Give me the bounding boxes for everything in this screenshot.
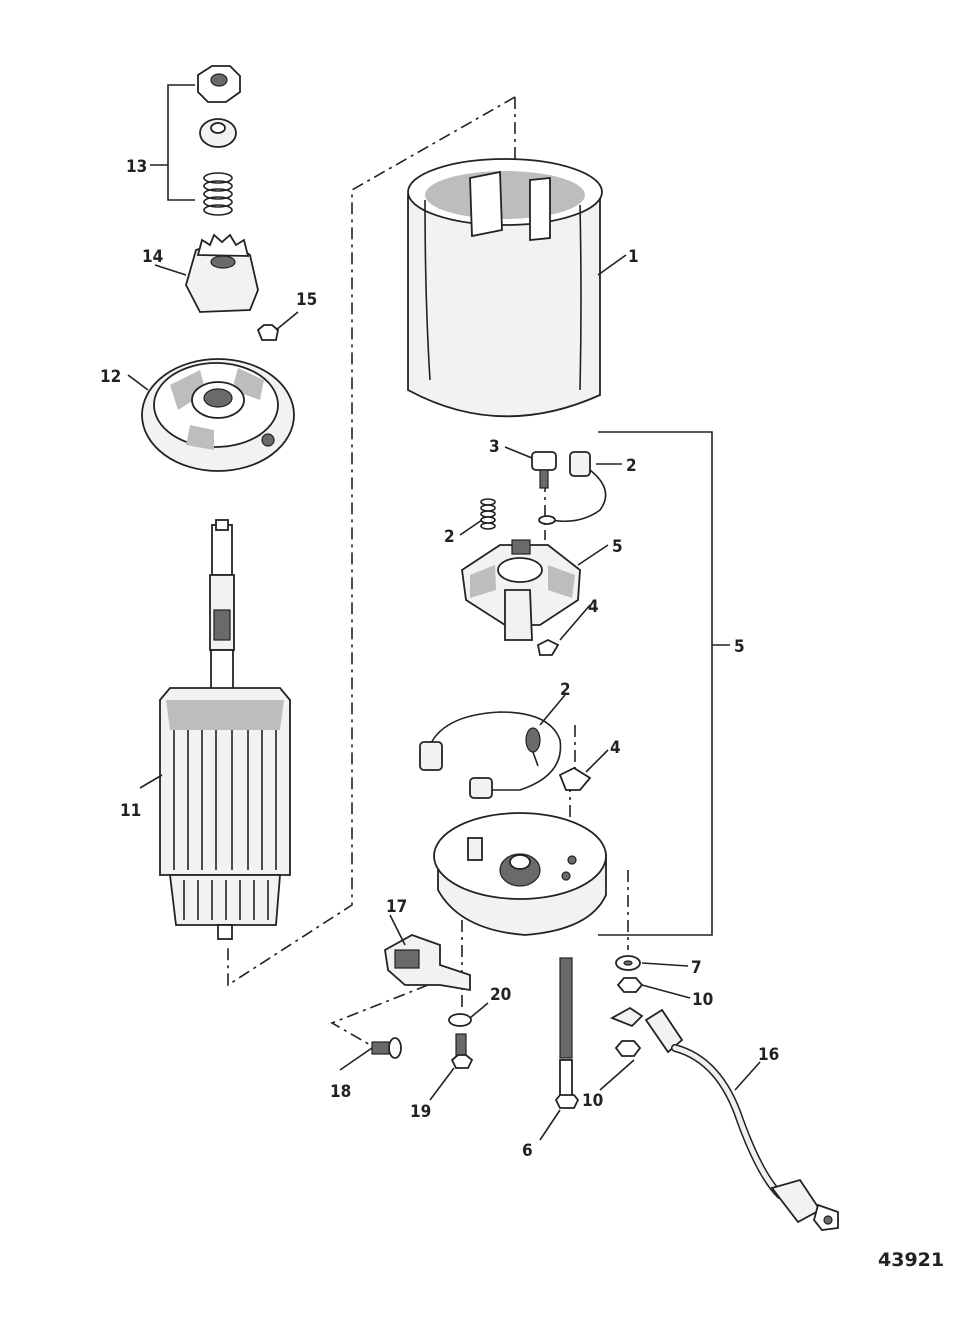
callout-16: 16 [758,1045,779,1065]
nut-washer-spring-set-icon [167,65,241,216]
callout-10-upper: 10 [692,990,713,1010]
armature-icon [159,519,291,940]
insulator-pad-icon [536,638,592,791]
callout-labels: 1 2 2 2 3 4 4 5 5 6 7 10 10 11 12 13 14 … [100,157,779,1161]
group-bracket-5 [598,431,713,936]
callout-14: 14 [142,247,163,267]
bracket-screw-icon [371,1037,402,1059]
drive-end-cap-icon [141,358,295,472]
callout-17: 17 [386,897,407,917]
callout-1: 1 [628,247,639,267]
mounting-bracket-icon [384,934,471,992]
callout-5-group: 5 [734,637,745,657]
through-bolt-icon [554,957,580,1109]
brush-spring-icon [480,498,496,530]
motor-frame-cylinder-icon [407,158,603,418]
hex-screw-icon [450,1033,474,1069]
callout-2-ring: 2 [560,680,571,700]
callout-12: 12 [100,367,121,387]
leader-lines [127,164,761,1141]
callout-20: 20 [490,985,511,1005]
lock-washer-icon [448,1013,472,1027]
callout-10-lower: 10 [582,1091,603,1111]
callout-19: 19 [410,1102,431,1122]
brush-lead-icon [538,451,607,525]
callout-11: 11 [120,801,141,821]
figure-number: 43921 [878,1249,944,1271]
brush-holder-icon [461,539,581,641]
screw-icon [531,451,557,489]
brush-ring-icon [419,711,562,799]
lock-nut-icon [256,324,279,341]
callout-7: 7 [691,958,702,978]
callout-3: 3 [489,437,500,457]
callout-5-holder: 5 [612,537,623,557]
callout-15: 15 [296,290,317,310]
callout-13: 13 [126,157,147,177]
callout-4-lower: 4 [610,738,621,758]
battery-cable-icon [609,1006,839,1231]
drive-gear-icon [185,233,259,313]
callout-2-spring: 2 [444,527,455,547]
callout-4-upper: 4 [588,597,599,617]
callout-18: 18 [330,1082,351,1102]
terminal-nut-icon [614,977,644,1057]
callout-2-brush: 2 [626,456,637,476]
washer-icon [615,955,641,971]
callout-6: 6 [522,1141,533,1161]
commutator-end-cap-icon [433,812,607,936]
